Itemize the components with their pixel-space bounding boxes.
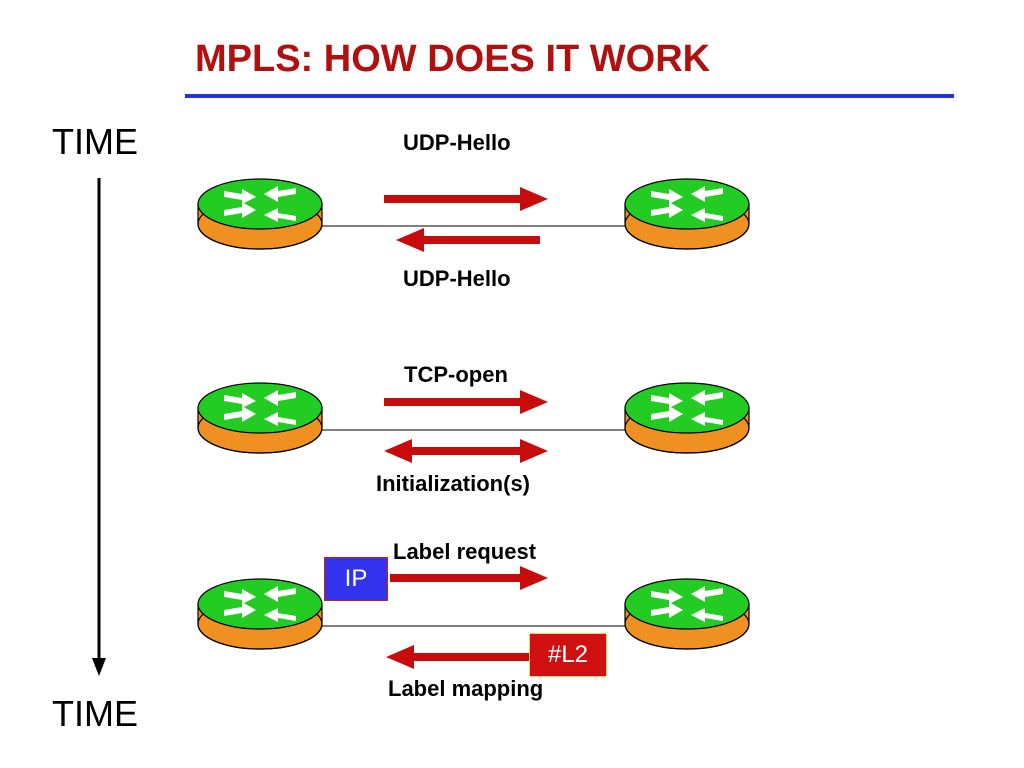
router-icon bbox=[625, 179, 749, 249]
stage-2 bbox=[198, 383, 749, 463]
router-icon bbox=[198, 179, 322, 249]
stage-2-upper-label: TCP-open bbox=[404, 362, 508, 387]
stage-1 bbox=[198, 179, 749, 252]
l2-label-tag: #L2 bbox=[529, 633, 607, 677]
stage-1-upper-label: UDP-Hello bbox=[403, 130, 511, 155]
stage-1-lower-label: UDP-Hello bbox=[403, 266, 511, 291]
router-icon bbox=[198, 383, 322, 453]
time-label-top: TIME bbox=[52, 121, 138, 162]
arrow-left bbox=[396, 228, 540, 252]
router-icon bbox=[625, 579, 749, 649]
time-axis bbox=[92, 178, 106, 676]
arrow-right bbox=[384, 187, 548, 211]
arrow-right bbox=[384, 390, 548, 414]
arrow-both bbox=[384, 439, 548, 463]
arrow-right bbox=[390, 566, 548, 590]
router-icon bbox=[625, 383, 749, 453]
ip-packet-tag: IP bbox=[324, 557, 388, 601]
page-title: MPLS: HOW DOES IT WORK bbox=[195, 38, 711, 80]
stage-3 bbox=[198, 566, 749, 669]
stage-3-upper-label: Label request bbox=[393, 539, 537, 564]
stage-2-lower-label: Initialization(s) bbox=[376, 471, 530, 496]
title-underline bbox=[185, 94, 954, 98]
stage-3-lower-label: Label mapping bbox=[388, 676, 544, 701]
time-label-bottom: TIME bbox=[52, 693, 138, 734]
router-icon bbox=[198, 579, 322, 649]
arrow-left bbox=[386, 645, 532, 669]
